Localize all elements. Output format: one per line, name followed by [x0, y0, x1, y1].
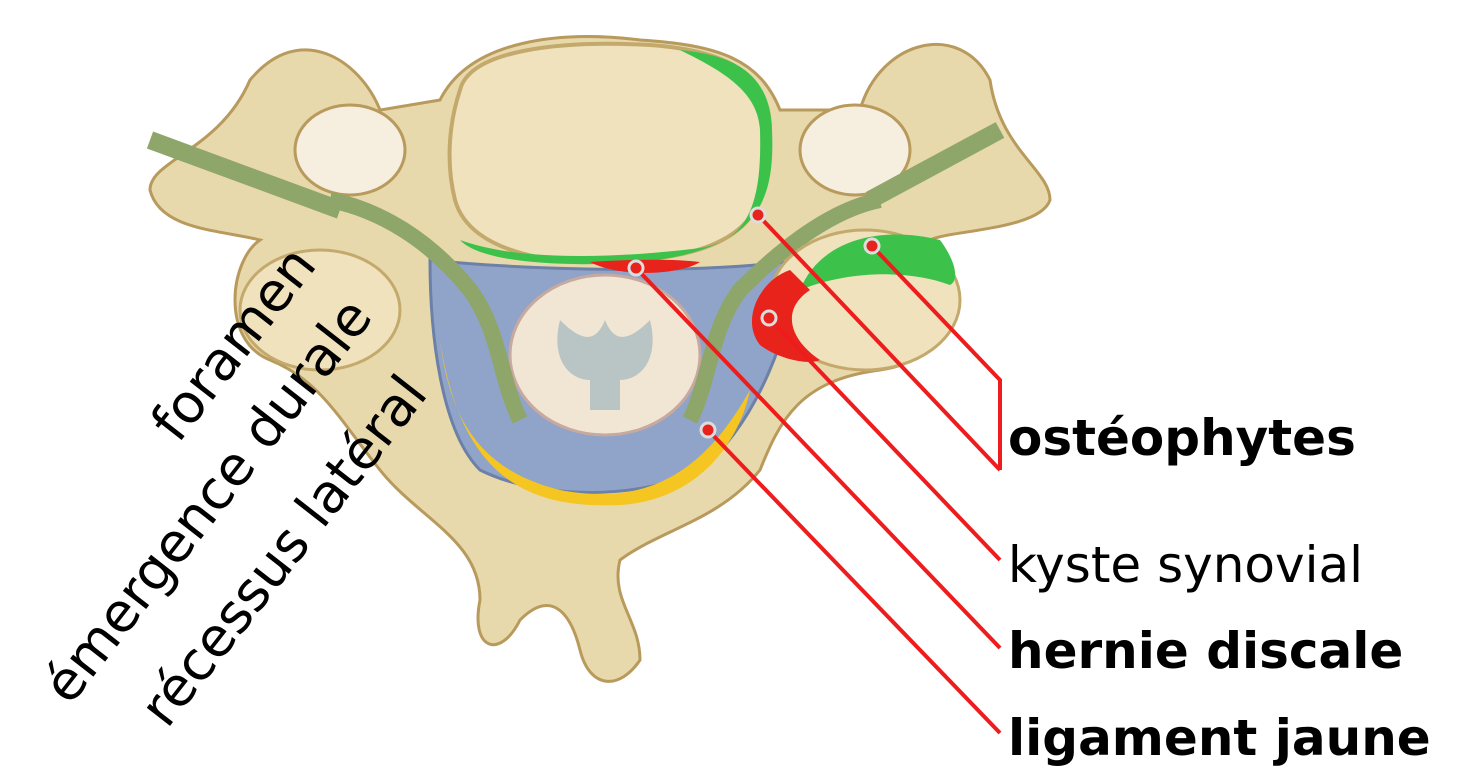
synovial-cyst	[751, 270, 820, 362]
vertebral-body	[447, 41, 773, 265]
grey-matter	[557, 320, 653, 410]
left-nerve-root	[328, 192, 528, 424]
leader-disc-herniation	[634, 266, 1002, 650]
dot-osteophyte-body	[749, 206, 767, 224]
label-synovial-cyst: kyste synovial	[1008, 536, 1363, 594]
osteophyte-body	[460, 50, 773, 265]
osteophyte-facet	[800, 234, 956, 290]
dot-disc-herniation	[627, 259, 645, 277]
left-nerve-branch	[146, 131, 344, 219]
right-transverse-foramen	[798, 103, 912, 197]
left-transverse-foramen	[293, 103, 407, 197]
leader-osteophyte-body	[756, 213, 1002, 472]
right-nerve-root	[682, 192, 882, 424]
label-ligamentum-flavum: ligament jaune	[1008, 709, 1431, 767]
disc-herniation	[590, 259, 700, 273]
left-facet-joint	[238, 248, 402, 372]
dot-synovial-cyst	[760, 309, 778, 327]
dot-ligamentum-flavum	[699, 421, 717, 439]
right-nerve-branch	[865, 122, 1005, 208]
label-osteophytes: ostéophytes	[1008, 409, 1356, 467]
label-disc-herniation: hernie discale	[1008, 622, 1403, 680]
leader-dots	[627, 206, 881, 439]
leader-osteophyte-facet	[870, 244, 1002, 470]
dot-osteophyte-facet	[863, 237, 881, 255]
leader-lines	[634, 213, 1002, 735]
leader-ligamentum-flavum	[706, 428, 1002, 735]
leader-synovial-cyst	[767, 316, 1002, 562]
